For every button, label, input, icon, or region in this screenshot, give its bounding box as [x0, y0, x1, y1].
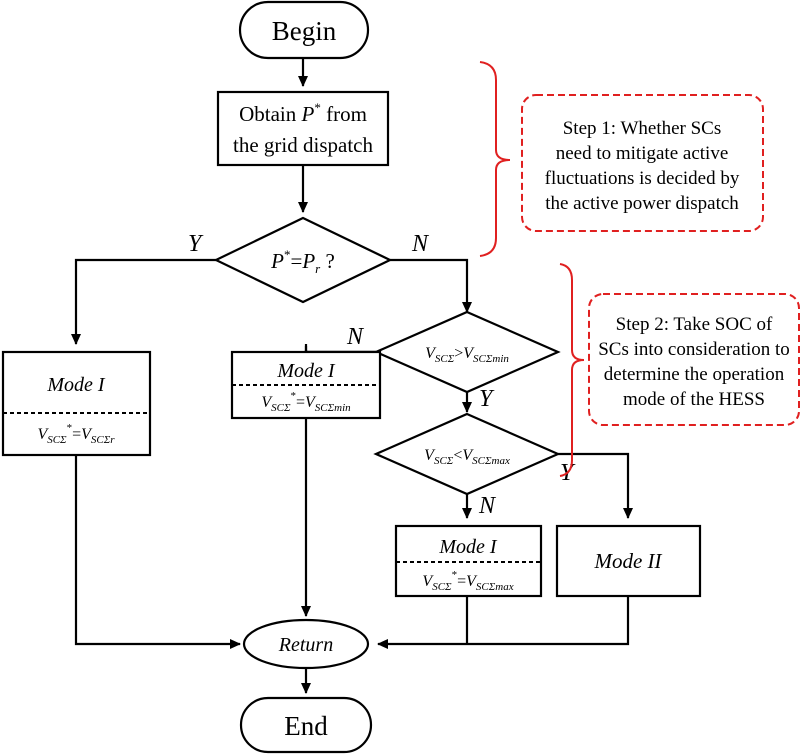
step2-line2: SCs into consideration to	[598, 339, 790, 360]
end-label: End	[284, 711, 328, 741]
obtain-line1: Obtain P* from	[239, 100, 367, 126]
mode-bottom-title: Mode I	[438, 536, 498, 558]
mode-i-left: Mode I VSCΣ*=VSCΣr	[1, 350, 152, 457]
step1-brace	[479, 61, 511, 257]
mode-left-formula: VSCΣ*=VSCΣr	[37, 422, 115, 446]
step2-line3: determine the operation	[604, 364, 785, 385]
edge-modeii-return	[377, 596, 630, 649]
edge-decision-yes	[71, 258, 216, 345]
mode-mid-formula: VSCΣ*=VSCΣmin	[261, 390, 351, 414]
step1-line4: the active power dispatch	[545, 193, 739, 214]
end-terminal: End	[239, 696, 373, 754]
step1-box	[521, 94, 764, 232]
step2-annotation: Step 2: Take SOC of SCs into considerati…	[559, 263, 800, 477]
step1-annotation: Step 1: Whether SCs need to mitigate act…	[479, 61, 764, 257]
edge-left-return	[74, 455, 241, 649]
return-label: Return	[278, 634, 333, 656]
step1-line3: fluctuations is decided by	[545, 168, 740, 189]
obtain-process: Obtain P* from the grid dispatch	[216, 90, 390, 167]
step2-brace	[559, 263, 585, 477]
mode-bottom-formula: VSCΣ*=VSCΣmax	[422, 569, 513, 593]
mode-mid-title: Mode I	[276, 360, 336, 382]
step2-box	[588, 293, 800, 426]
decision-max-label: VSCΣ<VSCΣmax	[424, 447, 510, 467]
decision-v-min: VSCΣ>VSCΣmin	[373, 310, 561, 394]
step1-line2: need to mitigate active	[556, 143, 729, 164]
obtain-line2: the grid dispatch	[233, 133, 373, 157]
mode-left-title: Mode I	[46, 374, 106, 396]
mode-i-bottom: Mode I VSCΣ*=VSCΣmax	[394, 524, 543, 598]
label-min-no: N	[346, 324, 365, 350]
edge-min-no	[304, 344, 376, 354]
decision-p-label: P*=Pr ?	[270, 247, 335, 276]
step2-line4: mode of the HESS	[623, 389, 765, 410]
edge-decision-no	[390, 258, 472, 313]
label-p-yes: Y	[188, 231, 204, 257]
label-min-yes: Y	[479, 386, 495, 412]
edge-max-yes	[558, 452, 633, 519]
mode-ii: Mode II	[555, 524, 702, 598]
label-max-no: N	[478, 493, 497, 519]
begin-label: Begin	[272, 16, 337, 46]
step1-line1: Step 1: Whether SCs	[563, 118, 722, 139]
mode-i-mid: Mode I VSCΣ*=VSCΣmin	[230, 350, 382, 420]
mode-ii-label: Mode II	[593, 549, 662, 573]
begin-terminal: Begin	[238, 0, 370, 60]
step2-line1: Step 2: Take SOC of	[616, 314, 773, 335]
decision-p-equal: P*=Pr ?	[213, 216, 393, 304]
return-node: Return	[242, 618, 370, 670]
decision-v-max: VSCΣ<VSCΣmax	[373, 412, 561, 496]
label-p-no: N	[411, 231, 430, 257]
decision-min-label: VSCΣ>VSCΣmin	[425, 345, 509, 365]
